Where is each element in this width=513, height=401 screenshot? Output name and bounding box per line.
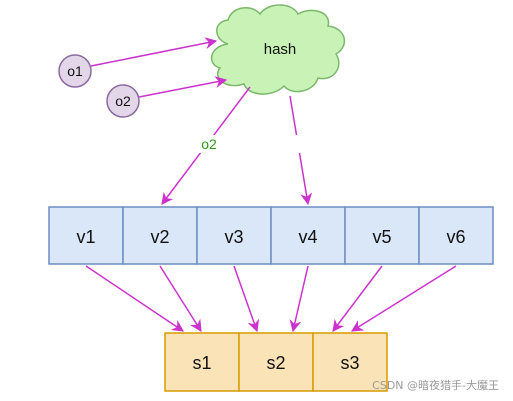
arrow-o2-to-hash bbox=[138, 76, 228, 98]
virtual-node-label: v1 bbox=[76, 227, 95, 247]
server-s2: s2 bbox=[238, 332, 314, 392]
virtual-node-label: v5 bbox=[372, 227, 391, 247]
virtual-node-label: v2 bbox=[150, 227, 169, 247]
virtual-node-label: v4 bbox=[298, 227, 317, 247]
object-label: o1 bbox=[67, 63, 83, 79]
server-box bbox=[164, 332, 240, 392]
object-o1: o1 bbox=[58, 54, 92, 88]
virtual-node-box bbox=[344, 206, 420, 265]
object-circle bbox=[58, 54, 92, 88]
arrow-v5-to-s3 bbox=[332, 265, 383, 332]
virtual-node-v2: v2 bbox=[122, 206, 198, 265]
virtual-node-v1: v1 bbox=[48, 206, 124, 265]
server-label: s3 bbox=[340, 353, 359, 373]
server-label: s2 bbox=[266, 353, 285, 373]
arrow-v6-to-s3 bbox=[350, 265, 457, 332]
hash-cloud: hash bbox=[210, 4, 346, 95]
hash-cloud-shape bbox=[210, 4, 346, 95]
virtual-node-label: v3 bbox=[224, 227, 243, 247]
server-s3: s3 bbox=[312, 332, 388, 392]
server-s1: s1 bbox=[164, 332, 240, 392]
edge-label-o2: o2 bbox=[201, 136, 217, 152]
server-label: s1 bbox=[192, 353, 211, 373]
edge-label-bg bbox=[283, 135, 309, 153]
virtual-node-v3: v3 bbox=[196, 206, 272, 265]
virtual-node-label: v6 bbox=[446, 227, 465, 247]
edge-label-bg bbox=[195, 135, 223, 153]
hash-label: hash bbox=[264, 41, 297, 58]
virtual-node-v6: v6 bbox=[418, 206, 494, 265]
csdn-watermark: CSDN @暗夜猎手-大魔王 bbox=[372, 379, 499, 392]
arrow-o1-to-hash bbox=[90, 37, 218, 67]
arrow-v4-to-s2 bbox=[289, 265, 309, 333]
virtual-node-row: v1 v2 v3 v4 v5 v6 bbox=[48, 206, 494, 265]
virtual-node-box bbox=[418, 206, 494, 265]
server-row: s1 s2 s3 bbox=[164, 332, 388, 392]
object-circle bbox=[106, 84, 140, 118]
virtual-node-box bbox=[48, 206, 124, 265]
arrow-v2-to-s1 bbox=[159, 265, 202, 333]
arrow-v3-to-s2 bbox=[233, 265, 260, 333]
object-label: o2 bbox=[115, 93, 131, 109]
virtual-node-v5: v5 bbox=[344, 206, 420, 265]
server-box bbox=[312, 332, 388, 392]
virtual-node-v4: v4 bbox=[270, 206, 346, 265]
arrow-v1-to-s1 bbox=[85, 265, 184, 332]
object-o2: o2 bbox=[106, 84, 140, 118]
server-box bbox=[238, 332, 314, 392]
